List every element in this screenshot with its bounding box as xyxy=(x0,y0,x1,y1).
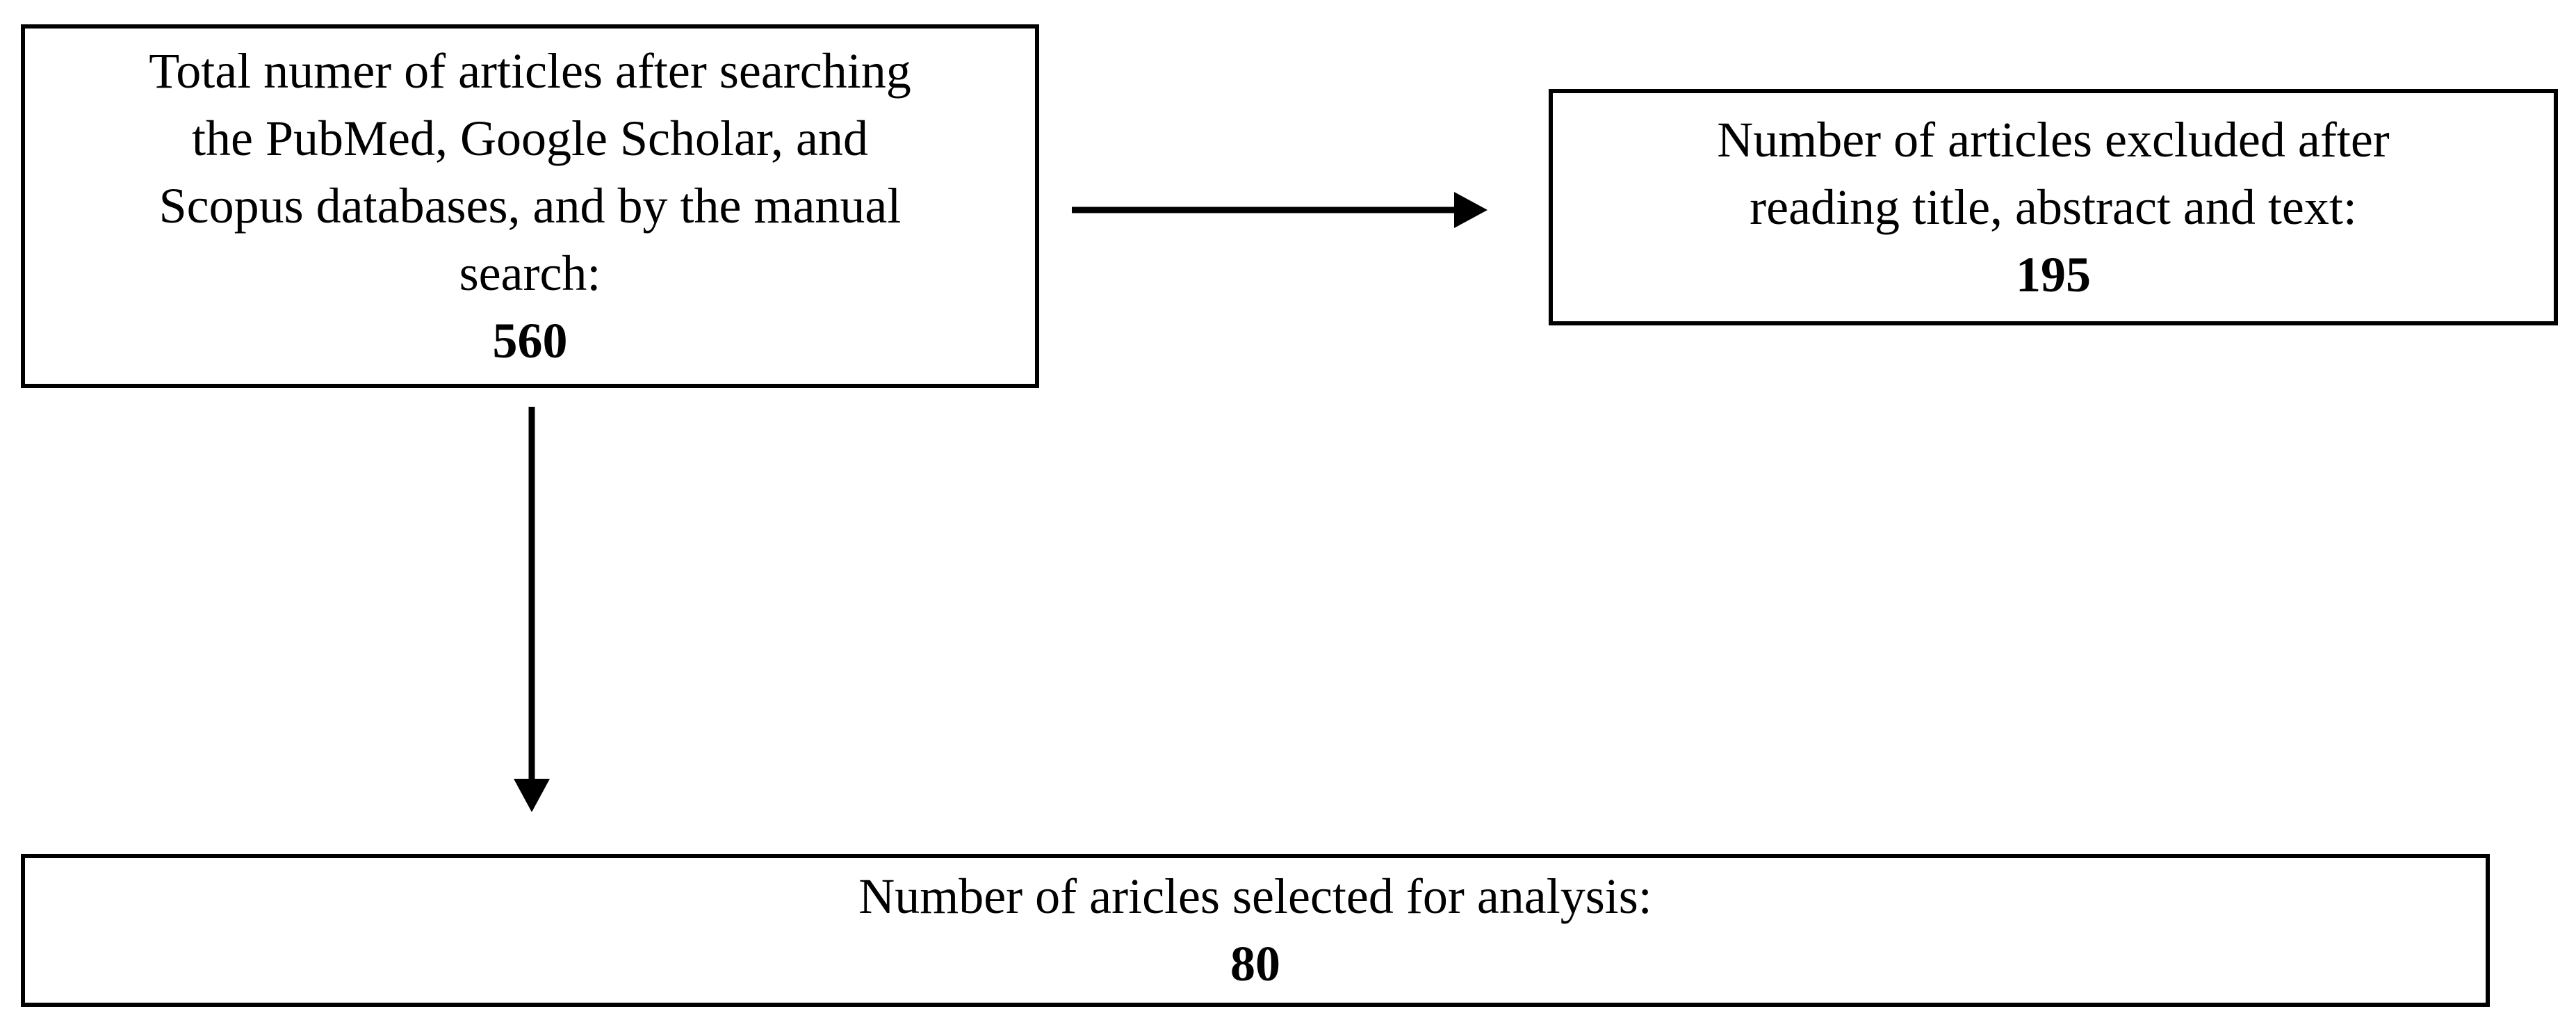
box-excluded-articles-line-1: Number of articles excluded after xyxy=(1717,111,2390,168)
box-excluded-articles-line-2: reading title, abstract and text: xyxy=(1750,179,2357,235)
box-selected-articles-line-1: Number of aricles selected for analysis: xyxy=(858,868,1652,924)
box-selected-articles: Number of aricles selected for analysis:… xyxy=(21,854,2490,1007)
box-total-articles-line-1: Total numer of articles after searching xyxy=(149,43,911,99)
arrow-right-connector xyxy=(1072,192,1487,228)
box-total-articles-count: 560 xyxy=(492,313,568,369)
box-total-articles: Total numer of articles after searching … xyxy=(21,24,1039,388)
box-selected-articles-count: 80 xyxy=(1230,936,1280,992)
arrow-right-head-icon xyxy=(1454,192,1487,228)
box-excluded-articles: Number of articles excluded after readin… xyxy=(1549,89,2558,325)
box-total-articles-line-4: search: xyxy=(459,245,601,301)
box-total-articles-line-2: the PubMed, Google Scholar, and xyxy=(192,111,868,166)
box-total-articles-line-3: Scopus databases, and by the manual xyxy=(158,178,902,234)
arrow-down-head-icon xyxy=(514,779,550,812)
box-excluded-articles-count: 195 xyxy=(2016,246,2091,302)
arrow-down-connector xyxy=(514,407,550,812)
